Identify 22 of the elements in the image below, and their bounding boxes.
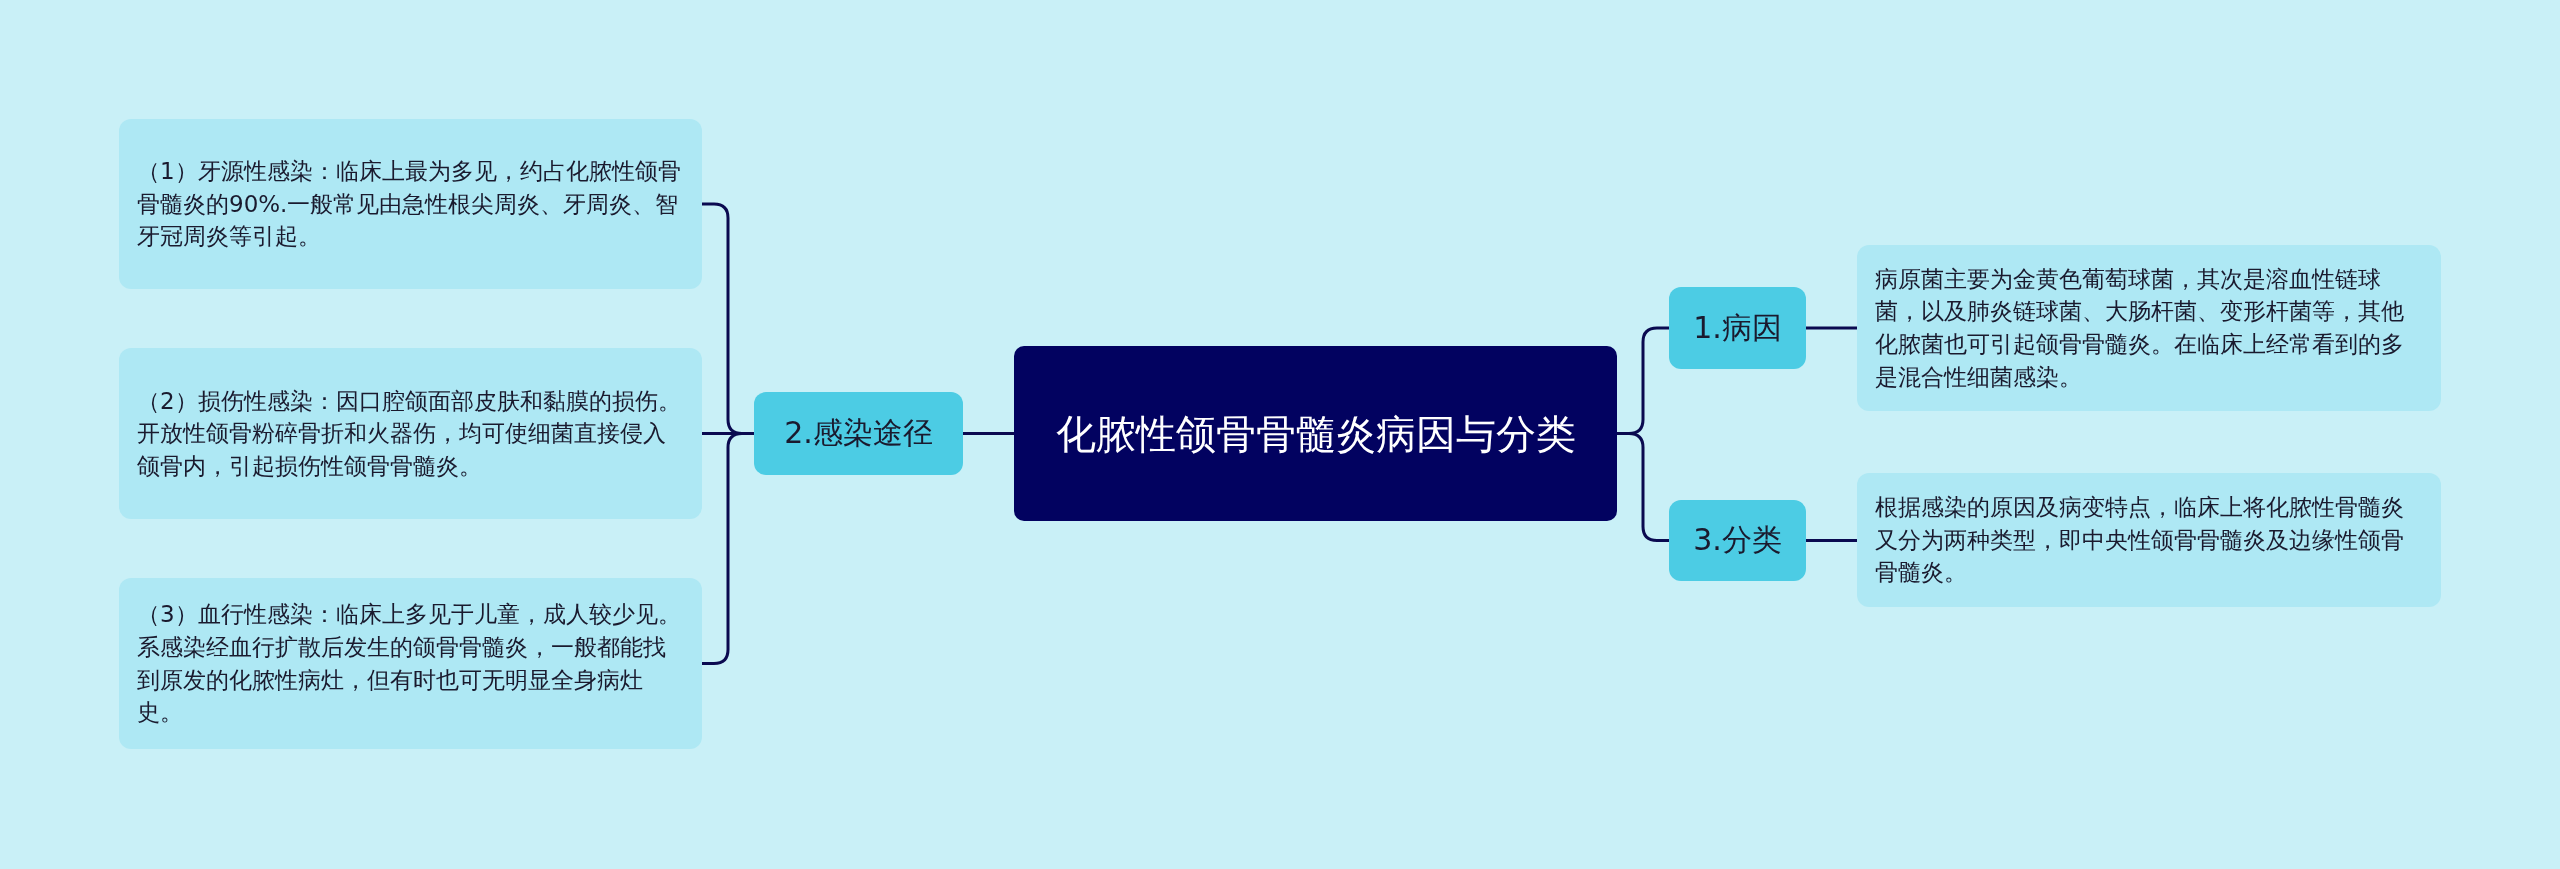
topic-text: （1）牙源性感染：临床上最为多见，约占化脓性颌骨骨髓炎的90%.一般常见由急性根尖周炎、牙周炎、智牙冠周炎等引起。 <box>137 157 682 252</box>
note-box <box>1857 245 2441 411</box>
topic-text: 病原菌主要为金黄色葡萄球菌，其次是溶血性链球菌，以及肺炎链球菌、大肠杆菌、变形杆菌等，其他化脓菌也可引起颌骨骨髓炎。在临床上经常看到的多是混合性细菌感染。 <box>1875 264 2405 392</box>
note-box <box>119 578 702 749</box>
topic-text: 2.感染途径 <box>784 414 933 453</box>
connector-line <box>1806 539 1857 542</box>
note-box <box>119 348 702 519</box>
note-box <box>1857 473 2441 607</box>
central-topic-box <box>1014 346 1617 521</box>
branch-topic-box <box>1669 287 1806 369</box>
topic-text: 3.分类 <box>1693 521 1782 560</box>
note-box <box>119 119 702 289</box>
branch-topic-box <box>1669 500 1806 581</box>
connector-line <box>1806 326 1857 330</box>
topic-text: 1.病因 <box>1693 308 1782 347</box>
connector-line <box>963 432 1014 435</box>
topic-text: 根据感染的原因及病变特点，临床上将化脓性骨髓炎又分为两种类型，即中央性颌骨骨髓炎及边缘性颌骨骨髓炎。 <box>1875 493 2405 588</box>
topic-text: （2）损伤性感染：因口腔颌面部皮肤和黏膜的损伤。开放性颌骨粉碎骨折和火器伤，均可使细菌直接侵入颌骨内，引起损伤性颌骨骨髓炎。 <box>137 386 682 481</box>
connector-line <box>1617 432 1669 542</box>
branch-topic-box <box>754 392 963 475</box>
topic-text: （3）血行性感染：临床上多见于儿童，成人较少见。系感染经血行扩散后发生的颌骨骨髓炎，一般都能找到原发的化脓性病灶，但有时也可无明显全身病灶史。 <box>137 600 682 728</box>
topic-text: 化脓性颌骨骨髓炎病因与分类 <box>1055 409 1576 459</box>
